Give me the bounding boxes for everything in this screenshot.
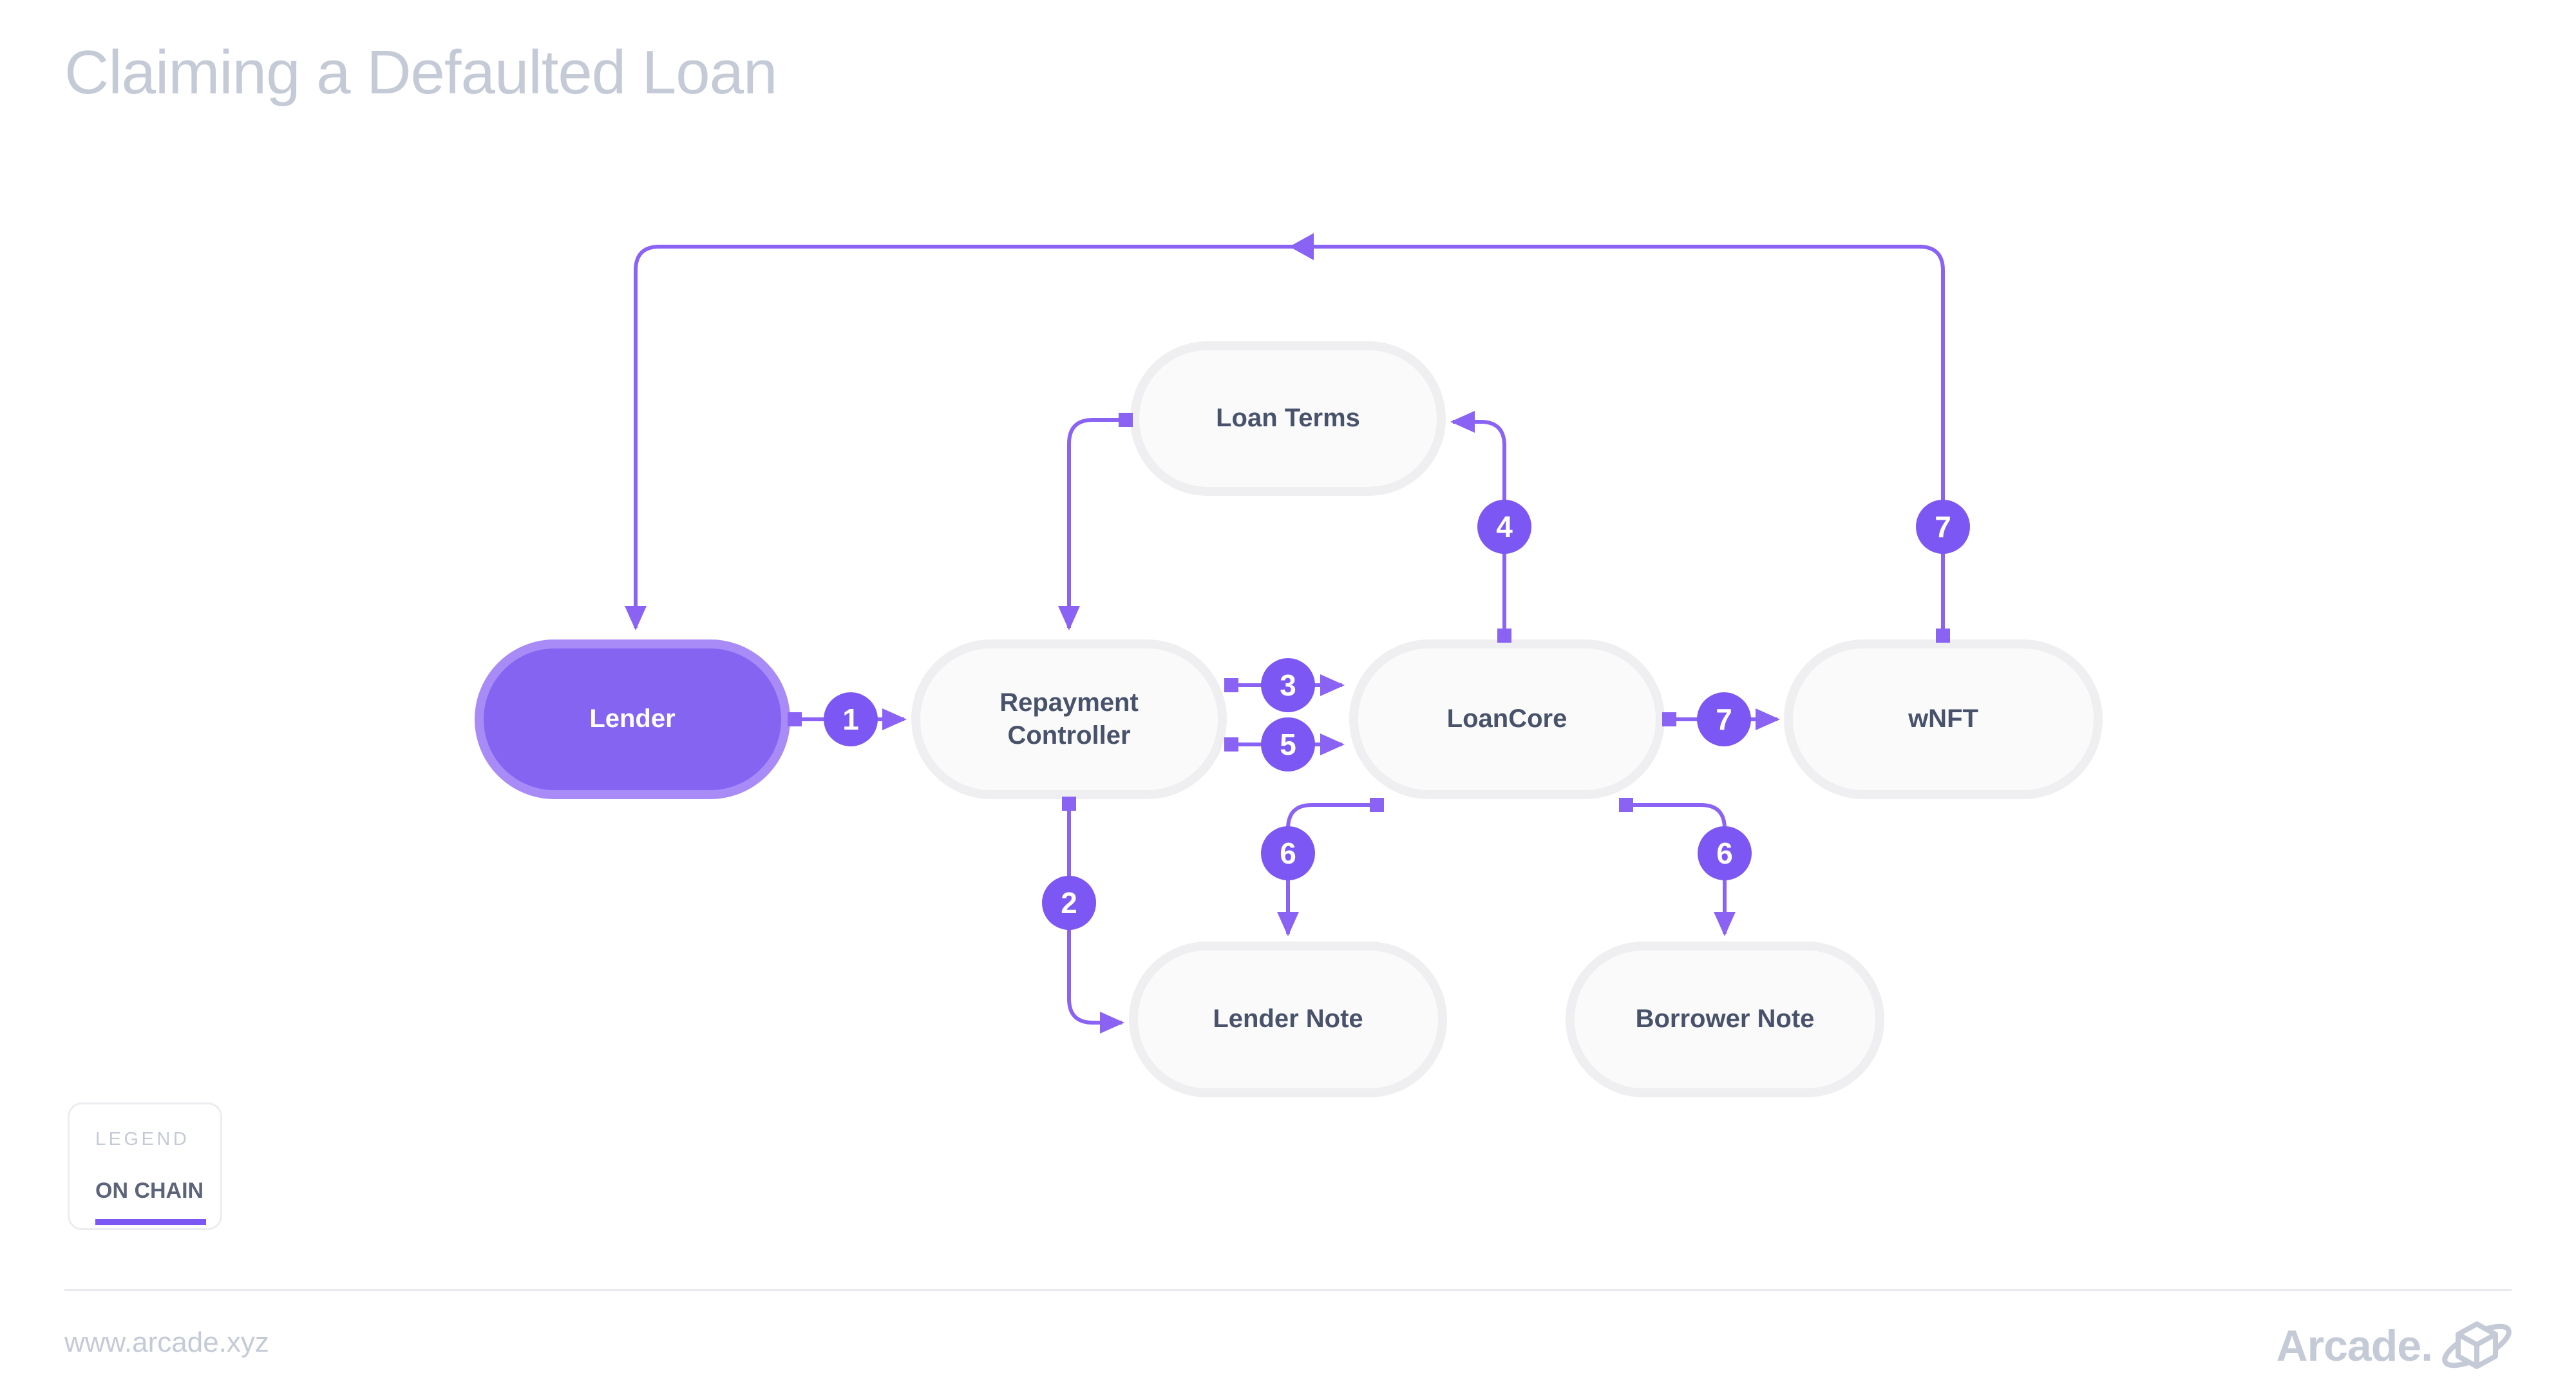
legend-box: LEGEND ON CHAIN	[68, 1102, 222, 1230]
step-badge-4: 4	[1477, 500, 1531, 554]
step-badge-5: 5	[1261, 717, 1315, 771]
legend-on-chain-swatch	[95, 1219, 206, 1225]
node-wnft-label: wNFT	[1908, 705, 1978, 733]
legend-on-chain-label: ON CHAIN	[95, 1178, 204, 1203]
node-loan-terms: Loan Terms	[1130, 341, 1446, 496]
step-badge-7-wnft: 7	[1697, 692, 1751, 746]
node-loancore: LoanCore	[1349, 639, 1665, 799]
step-badge-6-borrower-note: 6	[1698, 826, 1752, 880]
node-repayment-controller: Repayment Controller	[911, 639, 1227, 799]
footer-divider	[64, 1289, 2512, 1291]
brand-wordmark: Arcade.	[2276, 1321, 2433, 1370]
connector-wnft-to-lender-mid-arrow	[1289, 233, 1314, 260]
node-lender-note: Lender Note	[1129, 941, 1447, 1097]
node-repayment-controller-label: Repayment Controller	[999, 688, 1139, 750]
node-lender-note-label: Lender Note	[1213, 1005, 1363, 1034]
brand-logo: Arcade.	[2277, 1314, 2515, 1378]
node-lender-label: Lender	[589, 705, 676, 733]
step-badge-6-lender-note: 6	[1261, 826, 1315, 880]
legend-heading: LEGEND	[95, 1129, 190, 1149]
node-wnft: wNFT	[1784, 639, 2103, 799]
connector-loan-terms-to-repayment-controller	[1058, 413, 1133, 630]
footer-website-link[interactable]: www.arcade.xyz	[64, 1327, 269, 1358]
node-borrower-note-label: Borrower Note	[1635, 1005, 1815, 1034]
step-badge-1: 1	[824, 692, 878, 746]
arcade-cube-icon	[2442, 1321, 2512, 1369]
node-lender: Lender	[475, 639, 790, 799]
step-badge-7-lender: 7	[1916, 500, 1970, 554]
node-loan-terms-label: Loan Terms	[1216, 404, 1360, 433]
node-borrower-note: Borrower Note	[1566, 941, 1884, 1097]
step-badge-3: 3	[1261, 658, 1315, 712]
page-title: Claiming a Defaulted Loan	[64, 38, 777, 107]
node-loancore-label: LoanCore	[1446, 705, 1567, 733]
step-badge-2: 2	[1042, 876, 1096, 930]
